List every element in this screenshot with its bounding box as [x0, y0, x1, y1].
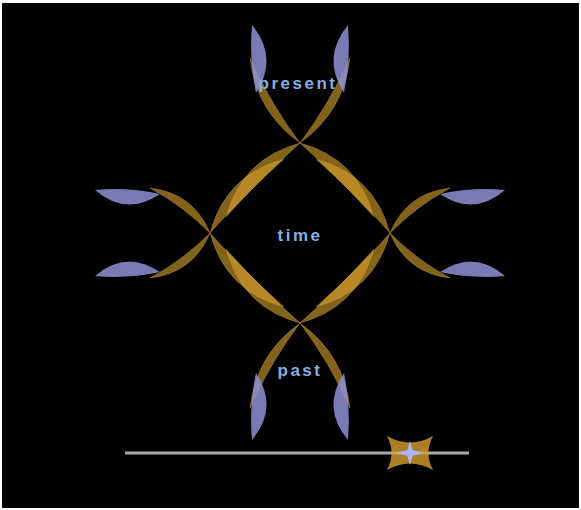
- gold-lobe: [210, 233, 284, 307]
- gold-lobe: [226, 249, 300, 323]
- gold-lobe: [226, 143, 300, 217]
- gold-lobe: [390, 188, 450, 233]
- gold-lobe: [150, 233, 210, 278]
- gold-lobe: [300, 249, 374, 323]
- gold-lobe: [300, 143, 374, 217]
- gold-star: [150, 58, 450, 408]
- gold-lobe: [316, 159, 390, 233]
- gold-lobe: [210, 159, 284, 233]
- axis-label: present: [259, 74, 338, 94]
- background: [2, 3, 579, 508]
- purple-blade: [440, 189, 505, 204]
- purple-blade: [95, 189, 160, 204]
- axis-label: past: [278, 361, 323, 381]
- thumb-star: [396, 441, 424, 465]
- purple-blade: [95, 261, 160, 276]
- thumb-body: [387, 436, 433, 470]
- slider-thumb: [387, 436, 433, 470]
- purple-blades: [95, 25, 505, 440]
- purple-blade: [440, 261, 505, 276]
- purple-blade: [333, 373, 348, 440]
- gold-lobe: [316, 233, 390, 307]
- gold-lobe: [150, 188, 210, 233]
- purple-blade: [251, 373, 266, 440]
- gold-lobe: [390, 233, 450, 278]
- axis-label: time: [278, 226, 323, 246]
